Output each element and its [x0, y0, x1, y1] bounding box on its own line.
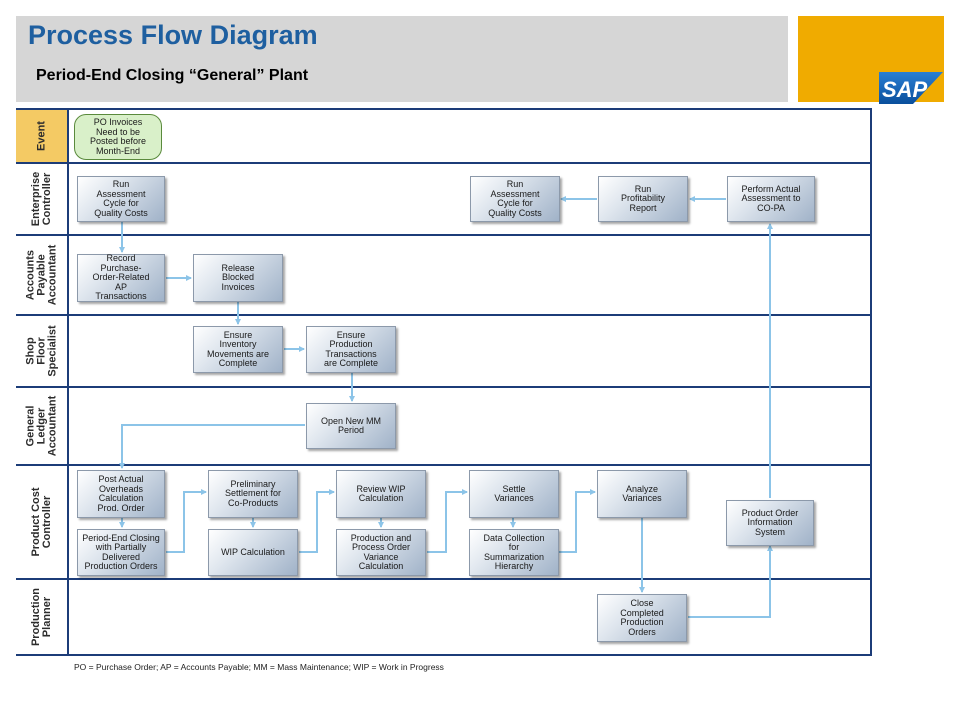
- lane-separator: [16, 464, 872, 466]
- page-title: Process Flow Diagram: [28, 20, 318, 50]
- node-ensure-inventory-movements: Ensure Inventory Movements are Complete: [193, 326, 283, 373]
- lane-accounts-payable-accountant: Accounts Payable Accountant: [16, 236, 68, 314]
- node-settle-variances: Settle Variances: [469, 470, 559, 518]
- node-post-actual-overheads: Post Actual Overheads Calculation Prod. …: [77, 470, 165, 518]
- lane-enterprise-controller: Enterprise Controller: [16, 164, 68, 234]
- connector-wip-to-review: [299, 489, 335, 553]
- connector-close-to-product-info: [688, 545, 773, 618]
- connector-data-collection-to-analyze: [559, 489, 596, 553]
- node-period-end-closing: Period-End Closing with Partially Delive…: [77, 529, 165, 576]
- connector-open-mm-to-post-actual: [119, 424, 305, 469]
- node-review-wip-calculation: Review WIP Calculation: [336, 470, 426, 518]
- node-analyze-variances: Analyze Variances: [597, 470, 687, 518]
- node-wip-calculation: WIP Calculation: [208, 529, 298, 576]
- abbreviation-footnote: PO = Purchase Order; AP = Accounts Payab…: [74, 662, 444, 672]
- node-preliminary-settlement: Preliminary Settlement for Co-Products: [208, 470, 298, 518]
- lane-separator: [16, 386, 872, 388]
- lane-event: Event: [16, 110, 68, 162]
- node-close-completed-orders: Close Completed Production Orders: [597, 594, 687, 642]
- node-run-assessment-cycle-2: Run Assessment Cycle for Quality Costs: [470, 176, 560, 222]
- lane-separator: [16, 314, 872, 316]
- sap-logo: SAP: [879, 72, 943, 104]
- node-run-assessment-cycle: Run Assessment Cycle for Quality Costs: [77, 176, 165, 222]
- lane-general-ledger-accountant: General Ledger Accountant: [16, 388, 68, 464]
- node-run-profitability-report: Run Profitability Report: [598, 176, 688, 222]
- header-banner: [16, 16, 788, 102]
- node-release-blocked-invoices: Release Blocked Invoices: [193, 254, 283, 302]
- lane-separator: [16, 234, 872, 236]
- lane-product-cost-controller: Product Cost Controller: [16, 466, 68, 578]
- lane-separator: [16, 162, 872, 164]
- node-record-po-ap-transactions: Record Purchase- Order-Related AP Transa…: [77, 254, 165, 302]
- node-perform-actual-assessment: Perform Actual Assessment to CO-PA: [727, 176, 815, 222]
- event-po-invoices: PO Invoices Need to be Posted before Mon…: [74, 114, 162, 160]
- node-data-collection-summarization: Data Collection for Summarization Hierar…: [469, 529, 559, 576]
- lane-production-planner: Production Planner: [16, 580, 68, 654]
- lane-label-divider: [67, 108, 69, 656]
- lane-separator: [16, 578, 872, 580]
- connector-variance-to-settle: [427, 489, 468, 553]
- node-production-variance-calculation: Production and Process Order Variance Ca…: [336, 529, 426, 576]
- connector-period-end-to-preliminary: [166, 489, 207, 553]
- node-open-new-mm-period: Open New MM Period: [306, 403, 396, 449]
- node-product-order-information-system: Product Order Information System: [726, 500, 814, 546]
- lane-shop-floor-specialist: Shop Floor Specialist: [16, 316, 68, 386]
- page-subtitle: Period-End Closing “General” Plant: [36, 67, 309, 84]
- node-ensure-production-transactions: Ensure Production Transactions are Compl…: [306, 326, 396, 373]
- svg-text:SAP: SAP: [882, 77, 928, 102]
